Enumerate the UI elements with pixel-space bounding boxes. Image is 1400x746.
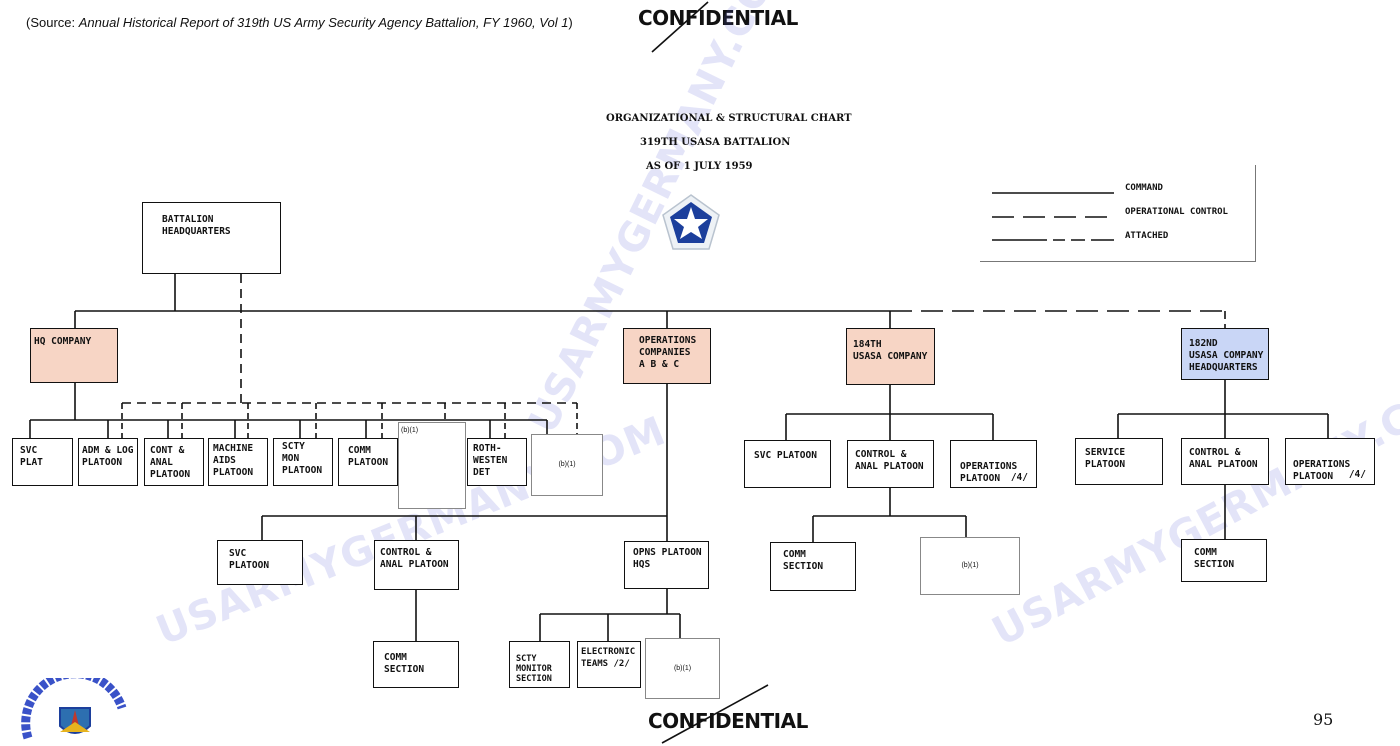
cont-anal-platoon-box: CONT & ANAL PLATOON <box>144 438 204 486</box>
legend-operational-control: OPERATIONAL CONTROL <box>1125 207 1228 217</box>
confidential-stamp-bottom: CONFIDENTIAL <box>648 709 808 733</box>
scty-monitor-section-box: SCTY MONITOR SECTION <box>509 641 570 688</box>
rothwesten-det-box: ROTH- WESTEN DET <box>467 438 527 486</box>
c184-operations-platoon-box: OPERATIONS PLATOON /4/ <box>950 440 1037 488</box>
electronic-teams-box: ELECTRONIC TEAMS /2/ <box>577 641 641 688</box>
opns-platoon-hqs-box: OPNS PLATOON HQS <box>624 541 709 589</box>
page-number: 95 <box>1313 710 1334 729</box>
confidential-stamp-top: CONFIDENTIAL <box>638 6 798 30</box>
legend-command: COMMAND <box>1125 183 1163 193</box>
redacted-box: (b)(1) <box>531 434 603 496</box>
ops-svc-platoon-box: SVC PLATOON <box>217 540 303 585</box>
company-182nd-box: 182ND USASA COMPANY HEADQUARTERS <box>1181 328 1269 380</box>
machine-aids-platoon-box: MACHINE AIDS PLATOON <box>208 438 268 486</box>
chart-title-line1: ORGANIZATIONAL & STRUCTURAL CHART <box>606 113 852 124</box>
c184-comm-section-box: COMM SECTION <box>770 542 856 591</box>
source-title: Annual Historical Report of 319th US Arm… <box>78 15 569 30</box>
redacted-box: (b)(1) <box>645 638 720 699</box>
c182-operations-note: /4/ <box>1348 469 1366 480</box>
svc-plat-box: SVC PLAT <box>12 438 73 486</box>
c182-control-anal-platoon-box: CONTROL & ANAL PLATOON <box>1181 438 1269 485</box>
ops-control-anal-platoon-box: CONTROL & ANAL PLATOON <box>374 540 459 590</box>
usarmygermany-logo-icon <box>21 678 127 740</box>
legend-attached: ATTACHED <box>1125 231 1169 241</box>
source-citation: (Source: Annual Historical Report of 319… <box>26 15 573 30</box>
c184-operations-platoon-label: OPERATIONS PLATOON <box>960 461 1018 484</box>
c184-control-anal-platoon-box: CONTROL & ANAL PLATOON <box>847 440 934 488</box>
chart-title-line2: 319TH USASA BATTALION <box>640 137 791 148</box>
battalion-headquarters-box: BATTALION HEADQUARTERS <box>142 202 281 274</box>
ops-comm-section-box: COMM SECTION <box>373 641 459 688</box>
c182-service-platoon-box: SERVICE PLATOON <box>1075 438 1163 485</box>
company-184th-box: 184TH USASA COMPANY <box>846 328 935 385</box>
redacted-box: (b)(1) <box>398 422 466 509</box>
scty-mon-platoon-box: SCTY MON PLATOON <box>273 438 333 486</box>
operations-companies-box: OPERATIONS COMPANIES A B & C <box>623 328 711 384</box>
c182-operations-platoon-label: OPERATIONS PLATOON <box>1293 459 1351 482</box>
legend <box>980 165 1256 262</box>
c184-svc-platoon-box: SVC PLATOON <box>744 440 831 488</box>
adm-log-platoon-box: ADM & LOG PLATOON <box>78 438 138 486</box>
source-suffix: ) <box>568 15 573 30</box>
c182-operations-platoon-box: OPERATIONS PLATOON /4/ <box>1285 438 1375 485</box>
c184-operations-note: /4/ <box>1010 472 1028 483</box>
source-prefix: (Source: <box>26 15 79 30</box>
c182-comm-section-box: COMM SECTION <box>1181 539 1267 582</box>
hq-company-box: HQ COMPANY <box>30 328 118 383</box>
chart-title-line3: AS OF 1 JULY 1959 <box>646 161 753 172</box>
comm-platoon-box: COMM PLATOON <box>338 438 398 486</box>
redacted-box: (b)(1) <box>920 537 1020 595</box>
v-corps-emblem-icon <box>662 194 720 250</box>
